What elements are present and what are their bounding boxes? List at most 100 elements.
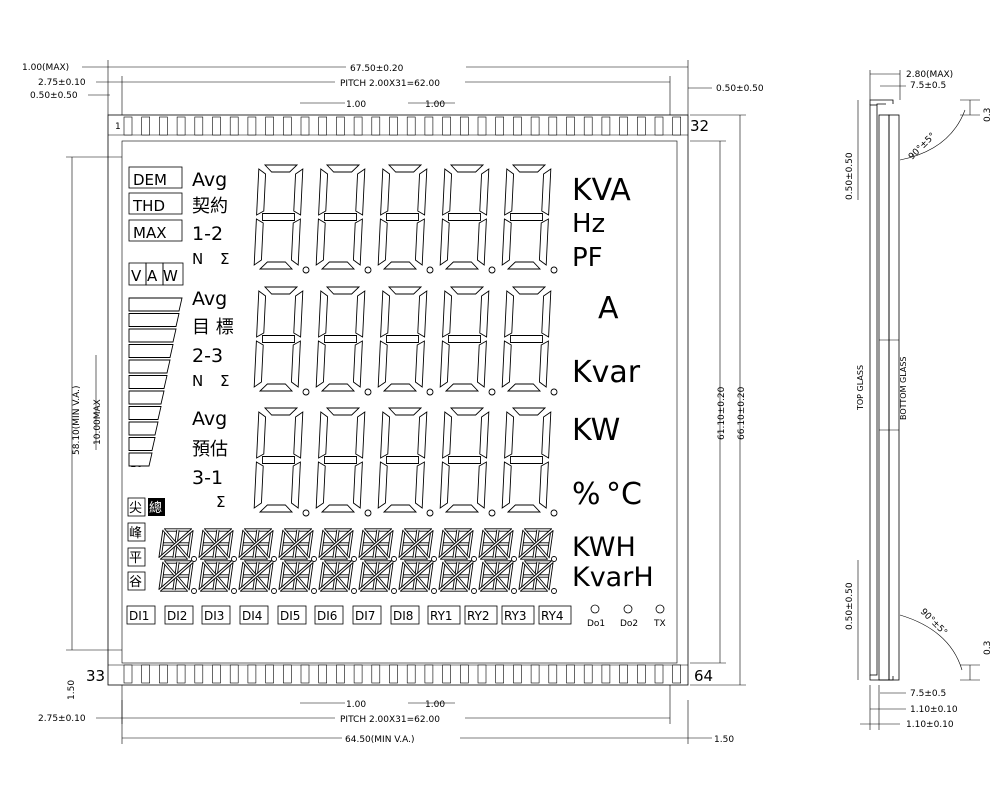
di-box: RY3 [501,605,535,625]
bar-segment [128,452,153,467]
digit-segment [352,218,363,266]
alpha-segment-inner [227,529,233,559]
alpha-segment-inner [399,529,405,559]
dim-bottom-va: 64.50(MIN V.A.) [345,735,415,745]
pin-top [194,116,204,136]
pin-bottom [619,664,628,684]
di-box-label: DI1 [129,609,149,623]
pin-top [548,116,558,136]
vaw-boxes: V A W [128,262,184,286]
di-box: DI6 [314,605,344,625]
alpha-segment-inner [159,529,165,559]
pin-top [212,116,221,136]
digit-segment [256,168,267,216]
pin-bottom [495,664,505,684]
pin-bottom [300,664,310,684]
digit-segment [439,218,450,266]
decimal-point-icon [191,588,197,594]
tx-dot-icon [655,604,665,614]
digit-segment [258,504,294,513]
alpha-segment-inner [199,561,205,591]
digit-segment [476,340,487,388]
alpha-segment-inner [427,561,433,591]
digit-segment [293,168,304,216]
bar-segment [128,390,165,405]
dim-pin-gap-bottom-a: 1.00 [346,700,366,710]
digit-segment [262,213,295,221]
alpha-segment-inner [279,561,285,591]
pin-bottom [212,664,221,684]
digit-segment [355,168,366,216]
digit-segment [256,411,267,459]
unit-kva: KVA [572,173,631,208]
pin-top [406,116,416,136]
alpha-char [278,528,317,562]
alpha-char [158,528,197,562]
alpha-char [158,560,197,594]
box-ping: 平 [129,551,142,566]
pin-bottom [636,664,646,684]
digit-segment [263,286,299,295]
pin-bottom [424,664,434,684]
alpha-segment-inner [387,529,393,559]
digit-segment [417,290,428,338]
digit-segment [504,411,515,459]
decimal-point-icon [431,556,437,562]
pin-top [265,116,274,136]
pin-bottom [601,664,611,684]
digit-segment [501,218,512,266]
unit-kvarh: KvarH [572,562,654,593]
alpha-segment-inner [427,529,433,559]
row3-avg: Avg [192,408,227,430]
box-a: A [147,267,158,285]
digit-segment [511,286,547,295]
side-dim-03-top: 0.3 [983,108,993,122]
dim-left-va: 58.10(MIN V.A.) [72,385,82,455]
decimal-point-icon [511,588,517,594]
bar-segment [128,344,174,358]
digit-segment [414,218,425,266]
digit-segment [318,168,329,216]
unit-celsius: °C [606,477,642,512]
digit-segment [479,168,490,216]
bar-graph: 100 50 10 [128,297,183,470]
pin-bottom [265,664,274,684]
dim-pitch-top: PITCH 2.00X31=62.00 [340,79,440,89]
pin-bottom [176,664,186,684]
side-dim-050-top: 0.50±0.50 [845,152,855,200]
di-box: DI1 [126,605,156,625]
alpha-segment-inner [279,529,313,559]
digit-segment [442,290,453,338]
digit-segment [511,407,547,416]
digit-segment [510,335,543,343]
unit-kw: KW [572,413,620,448]
digit-segment [325,407,361,416]
row2-target: 目 標 [192,317,234,338]
digit-segment [386,456,419,464]
di-box-label: DI3 [204,609,224,623]
bar-segment [128,297,183,312]
decimal-point-icon [302,266,310,274]
decimal-point-icon [471,556,477,562]
decimal-point-icon [431,588,437,594]
decimal-point-icon [550,266,558,274]
bar-segment [128,359,171,374]
row3-phase: 3-1 [192,467,223,489]
di-boxes: DI1 DI2 DI3 DI4 DI5 DI6 DI7 DI8 RY1 RY2 … [126,605,572,625]
row1-n: N [192,250,203,268]
alpha-segment-inner [307,529,313,559]
digit-segment [538,461,549,509]
alpha-char [398,560,437,594]
bar-segment [128,421,159,436]
bar-segment [128,437,156,451]
pin-top [176,116,186,136]
decimal-point-icon [551,556,557,562]
unit-percent: % [572,477,601,512]
row2-n: N [192,372,203,390]
digit-segment [380,168,391,216]
pins-top [123,116,682,136]
pin-top [424,116,434,136]
digit-segment [324,456,357,464]
pin-bottom [548,664,558,684]
digit-segment [320,261,356,270]
